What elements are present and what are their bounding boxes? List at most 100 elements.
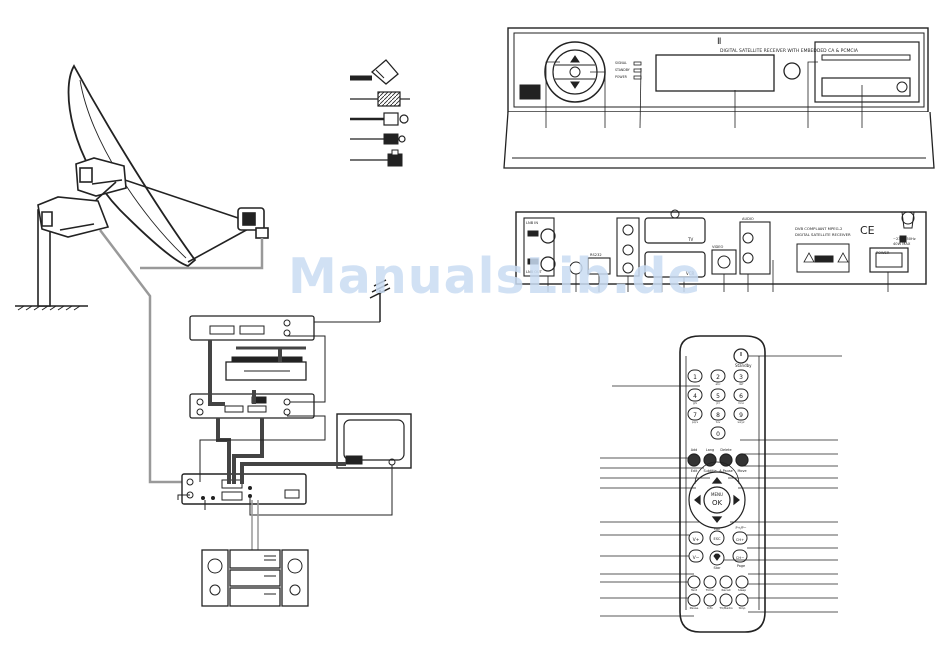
front-flap: [503, 111, 935, 169]
volume-up-button[interactable]: [688, 531, 704, 545]
digit-6[interactable]: 6: [739, 393, 743, 400]
lnb-cable: [99, 229, 190, 484]
info-button[interactable]: [703, 593, 717, 607]
digit-0[interactable]: 0: [716, 431, 720, 438]
rear-callouts: [547, 260, 889, 292]
edit-label: Edit: [691, 469, 698, 473]
remote-callouts-right: [724, 355, 842, 613]
dish-mount: [37, 157, 127, 238]
fav-button[interactable]: [709, 550, 725, 566]
front-panel-title: DIGITAL SATELLITE RECEIVER WITH EMBEDDED…: [720, 48, 859, 54]
add-label: Add: [691, 448, 698, 452]
channel-down-button[interactable]: [732, 549, 748, 563]
arrow-left-icon[interactable]: [694, 494, 701, 506]
hifi-system: [201, 549, 309, 607]
sleep-button[interactable]: [735, 575, 749, 589]
ok-button[interactable]: OK: [712, 499, 723, 507]
ir-sensor: [783, 62, 801, 80]
timer-button[interactable]: [703, 575, 717, 589]
legend-coax: [350, 133, 406, 145]
pip-label: P+/P−: [736, 526, 747, 530]
power-socket: [869, 247, 909, 273]
blue-button[interactable]: [735, 453, 749, 467]
digit-8[interactable]: 8: [716, 412, 720, 419]
color-buttons: [687, 453, 749, 467]
color-labels: Add Lang Delete Edit Subtitle A-Pause Mo…: [691, 448, 747, 473]
connection-diagram: [177, 279, 412, 607]
lang-label: Lang: [706, 448, 714, 452]
timer-label: Timer: [705, 588, 715, 592]
digit-5-letters: jkl: [715, 401, 719, 405]
front-display: [655, 54, 775, 92]
digit-labels: 1 2 3 4 5 6 7 8 9 0: [693, 374, 743, 438]
esc-button[interactable]: [709, 530, 725, 546]
indicator-signal: SIGNAL: [615, 61, 627, 65]
tv-radio-button[interactable]: [719, 593, 733, 607]
number-pad: [687, 369, 749, 440]
bottom-labels: Text Timer Recall Sleep Pause Info TV/Ra…: [690, 588, 747, 610]
vol-down-label: V−: [693, 555, 700, 561]
delete-label: Delete: [720, 448, 731, 452]
tv-set: [336, 413, 412, 469]
ch-down-label: CH−: [736, 556, 744, 560]
legend-antenna: [350, 91, 410, 107]
digit-7-letters: pqrs: [692, 420, 699, 424]
arrow-down-icon[interactable]: [711, 516, 723, 523]
digit-6-letters: mno: [738, 401, 744, 405]
digit-9-letters: wxyz: [737, 420, 745, 424]
power-label: POWER: [876, 251, 890, 255]
left-speaker: [201, 549, 229, 607]
remote-control: [600, 335, 842, 633]
green-button[interactable]: [703, 453, 717, 467]
menu-label[interactable]: MENU: [711, 492, 723, 497]
card-slot: [821, 77, 911, 97]
power-rating: ~230V 50Hz: [893, 237, 916, 241]
sleep-label: Sleep: [738, 588, 746, 592]
terrestrial-antenna-icon: [314, 279, 391, 323]
arrow-up-icon[interactable]: [711, 477, 723, 484]
vol-up-label: V+: [693, 537, 700, 543]
arrow-right-icon[interactable]: [733, 494, 740, 506]
recall-button[interactable]: [719, 575, 733, 589]
indicator-power: POWER: [615, 75, 628, 79]
stop-label: Stop: [739, 606, 746, 610]
pause-button[interactable]: [687, 593, 701, 607]
front-callouts: [545, 61, 863, 129]
digit-4[interactable]: 4: [693, 393, 697, 400]
standby-label: Standby: [735, 363, 752, 368]
lnb-in-block: [523, 217, 555, 277]
page-label: Page: [737, 564, 745, 568]
digit-3-letters: def: [739, 382, 744, 386]
red-button[interactable]: [687, 453, 701, 467]
digit-9[interactable]: 9: [739, 412, 743, 419]
power-max: 40W MAX: [893, 242, 911, 246]
audio-label: AUDIO: [742, 217, 754, 221]
indicator-standby: STANDBY: [615, 68, 630, 72]
right-speaker: [281, 549, 309, 607]
channel-up-button[interactable]: [732, 531, 748, 545]
function-buttons: [687, 575, 749, 607]
digit-2[interactable]: 2: [716, 374, 720, 381]
brand-mark: Ⅱ: [717, 37, 721, 47]
warning-label: [796, 243, 850, 273]
lnb-in-label: LNB IN: [526, 221, 538, 225]
digit-7[interactable]: 7: [693, 412, 697, 419]
digit-1[interactable]: 1: [693, 374, 697, 381]
video-label: VIDEO: [712, 245, 724, 249]
remote-callouts-left: [600, 385, 710, 617]
connector-legend: [350, 59, 410, 167]
vcr-port-label: VCR: [686, 271, 695, 276]
rs232-label: RS232: [590, 253, 602, 257]
rear-model-line1: DVB COMPLIANT MPEG-2: [795, 226, 843, 231]
satellite-dish: [15, 64, 269, 311]
ch-up-label: CH+: [736, 538, 744, 542]
ce-mark: CE: [860, 224, 875, 237]
tv-port-label: TV: [687, 237, 693, 242]
stop-button[interactable]: [735, 593, 749, 607]
legend-mono: [350, 149, 403, 167]
digit-5[interactable]: 5: [716, 393, 720, 400]
digit-3[interactable]: 3: [739, 374, 743, 381]
fav-label: FAV: [714, 527, 721, 531]
